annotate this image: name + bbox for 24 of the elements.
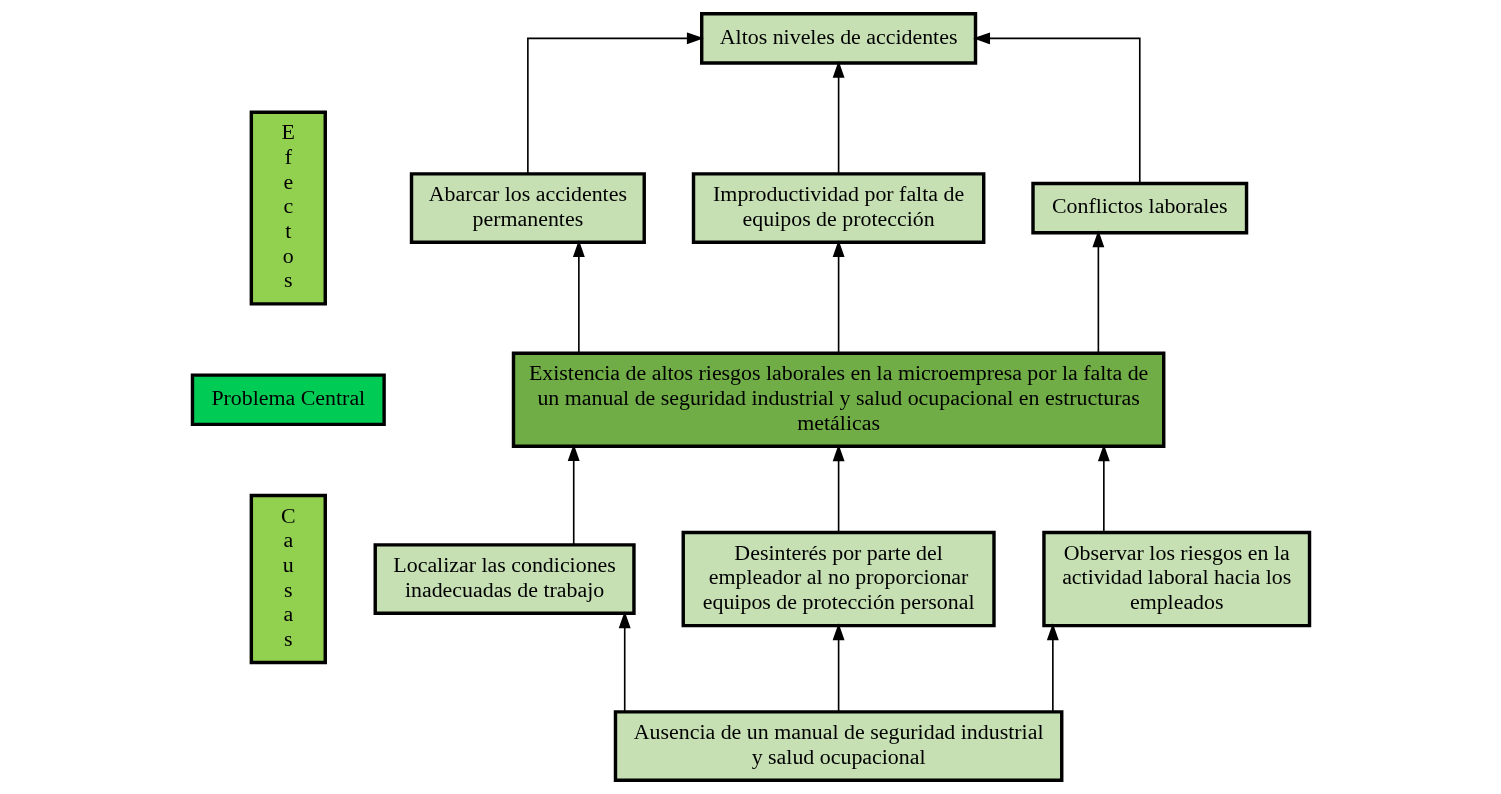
arrow — [1097, 444, 1110, 534]
arrow — [618, 611, 631, 713]
node-box: Problema Central — [190, 373, 386, 427]
arrow — [1046, 623, 1059, 713]
arrow — [1091, 230, 1104, 354]
arrow — [832, 239, 845, 354]
node-box: Existencia de altos riesgos laborales en la microempresa por la falta de un manual de seguridad industrial y salud ocupacional en estructuras metálicas — [511, 351, 1165, 448]
arrow — [972, 32, 1141, 185]
node-box: Ausencia de un manual de seguridad industrial y salud ocupacional — [613, 710, 1063, 782]
node-box: Desinterés por parte del empleador al no proporcionar equipos de protección personal — [681, 530, 996, 628]
node-box: C a u s a s — [249, 493, 327, 665]
node-box: Abarcar los accidentes permanentes — [409, 172, 646, 244]
arrow — [567, 443, 580, 546]
node-box: Improductividad por falta de equipos de protección — [691, 172, 985, 244]
node-box: Altos niveles de accidentes — [699, 12, 977, 65]
arrow — [832, 444, 845, 534]
node-box: Observar los riesgos en la actividad laboral hacia los empleados — [1041, 530, 1311, 628]
arrow — [526, 32, 704, 175]
node-box: Conflictos laborales — [1030, 181, 1248, 235]
arrow — [832, 60, 845, 175]
node-box: Localizar las condiciones inadecuadas de trabajo — [373, 543, 636, 615]
arrow — [572, 239, 585, 354]
node-box: E f e c t o s — [249, 110, 327, 306]
arrow — [832, 623, 845, 713]
